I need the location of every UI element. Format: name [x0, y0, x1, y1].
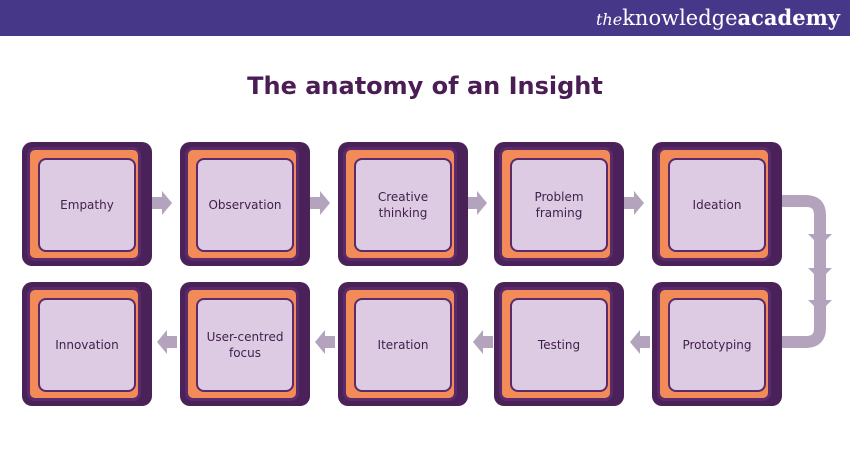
arrow-left-icon: [157, 330, 177, 354]
step-label: Creative thinking: [354, 158, 452, 252]
step-label: Problem framing: [510, 158, 608, 252]
diagram-title: The anatomy of an Insight: [247, 72, 603, 100]
arrow-down-icon: [808, 268, 832, 280]
step-observation: Observation: [180, 142, 310, 266]
header-bar: theknowledgeacademy: [0, 0, 850, 36]
arrow-left-icon: [315, 330, 335, 354]
arrow-right-icon: [467, 191, 487, 215]
step-label: Prototyping: [668, 298, 766, 392]
step-user-centred-focus: User-centred focus: [180, 282, 310, 406]
step-label: Iteration: [354, 298, 452, 392]
step-iteration: Iteration: [338, 282, 468, 406]
brand-logo: theknowledgeacademy: [596, 5, 840, 33]
step-label: Innovation: [38, 298, 136, 392]
step-label: Ideation: [668, 158, 766, 252]
arrow-right-icon: [624, 191, 644, 215]
step-label: Observation: [196, 158, 294, 252]
arrow-down-icon: [808, 234, 832, 246]
arrow-down-icon: [808, 300, 832, 312]
step-innovation: Innovation: [22, 282, 152, 406]
arrow-right-icon: [310, 191, 330, 215]
step-creative-thinking: Creative thinking: [338, 142, 468, 266]
arrow-left-icon: [473, 330, 493, 354]
arrow-right-icon: [152, 191, 172, 215]
logo-prefix: the: [596, 10, 623, 29]
step-prototyping: Prototyping: [652, 282, 782, 406]
step-label: User-centred focus: [196, 298, 294, 392]
step-problem-framing: Problem framing: [494, 142, 624, 266]
step-empathy: Empathy: [22, 142, 152, 266]
step-testing: Testing: [494, 282, 624, 406]
step-ideation: Ideation: [652, 142, 782, 266]
step-label: Empathy: [38, 158, 136, 252]
step-label: Testing: [510, 298, 608, 392]
logo-bold: academy: [737, 5, 840, 30]
arrow-left-icon: [630, 330, 650, 354]
logo-mid: knowledge: [622, 6, 738, 30]
